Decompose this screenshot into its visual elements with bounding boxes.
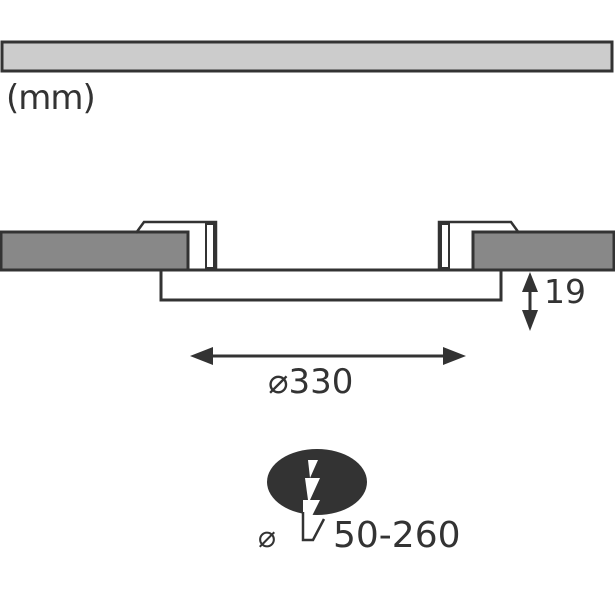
clip-right [437,220,521,270]
lamp-plate [159,268,503,302]
cutout-diameter-symbol: ⌀ [258,520,277,555]
cutout-hole-icon [267,449,367,542]
top-bar-panel [0,40,614,73]
height-arrow [522,272,538,331]
diameter-arrow [190,347,466,365]
cutout-range-label: 50-260 [333,515,461,556]
diameter-dimension-label: ⌀330 [268,362,354,402]
ceiling-left [0,230,190,272]
unit-label: (mm) [6,78,96,118]
clip-left [134,220,218,270]
ceiling-right [471,230,615,272]
height-dimension-label: 19 [544,272,586,311]
